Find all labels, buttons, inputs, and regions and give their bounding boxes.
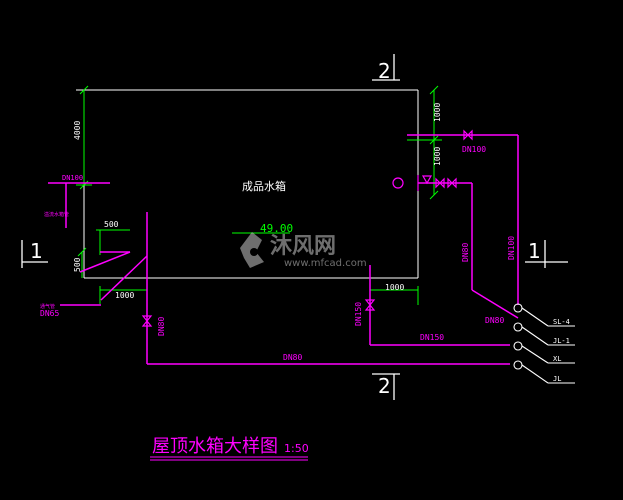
pipe-dn80-right: DN80	[485, 316, 504, 325]
drawing-title: 屋顶水箱大样图 1:50	[150, 436, 309, 461]
pipe-tag-xl: XL	[553, 355, 561, 363]
dim-left-500-b: 500	[73, 257, 82, 272]
pipe-dn150-horizontal: DN150	[420, 333, 444, 342]
section-mark-top: 2	[378, 59, 391, 83]
watermark-logo-icon	[240, 232, 264, 268]
pipe-tag-jl1: JL-1	[553, 337, 570, 345]
pipe-dn100-top: DN100	[462, 145, 486, 154]
watermark-url: www.mfcad.com	[284, 258, 367, 269]
valve-top-icon	[463, 129, 473, 141]
note-vent: 通气管	[40, 303, 55, 310]
pipe-dn65: DN65	[40, 309, 59, 318]
pipe-tag-sl4: SL-4	[553, 318, 570, 326]
valve-inlet-icon	[392, 175, 457, 191]
pipe-dn80-bottom: DN80	[283, 353, 302, 362]
pipe-dn80-left: DN80	[157, 317, 166, 336]
pipe-dn100-left: DN100	[62, 174, 83, 182]
drawing-scale: 1:50	[284, 442, 309, 455]
section-mark-left: 1	[30, 239, 43, 263]
dim-tank-height: 4000	[73, 121, 82, 140]
dimension-lines	[76, 85, 442, 305]
note-overflow: 溢流水箱管	[44, 211, 69, 218]
drawing-title-text: 屋顶水箱大样图	[152, 436, 278, 457]
dim-overflow-1: 1000	[433, 103, 442, 122]
section-mark-bottom: 2	[378, 374, 391, 398]
watermark-brand: 沐风网	[270, 234, 336, 259]
valve-drain-icon	[141, 315, 153, 327]
pipes	[48, 134, 519, 365]
pipe-tag-circles	[513, 303, 575, 384]
pipe-dn150-vertical: DN150	[354, 302, 363, 326]
watermark: 沐风网 www.mfcad.com	[240, 232, 367, 269]
section-mark-right: 1	[528, 239, 541, 263]
dim-left-500-a: 500	[104, 220, 119, 229]
valves	[141, 129, 473, 327]
dim-overflow-2: 1000	[433, 147, 442, 166]
text-labels: 2 2 1 1 成品水箱 49.00 4000 1000 1000 500 50…	[30, 59, 570, 398]
pipe-dn100-right: DN100	[507, 236, 516, 260]
dim-bottom-right-1000: 1000	[385, 283, 404, 292]
section-markers	[21, 54, 568, 400]
pipe-dn80-upper: DN80	[461, 243, 470, 262]
pipe-tag-jl: JL	[553, 375, 561, 383]
tank-label: 成品水箱	[242, 179, 286, 193]
dim-bottom-left-1000: 1000	[115, 291, 134, 300]
water-level-value: 49.00	[260, 222, 293, 235]
valve-dn150-icon	[364, 299, 376, 311]
